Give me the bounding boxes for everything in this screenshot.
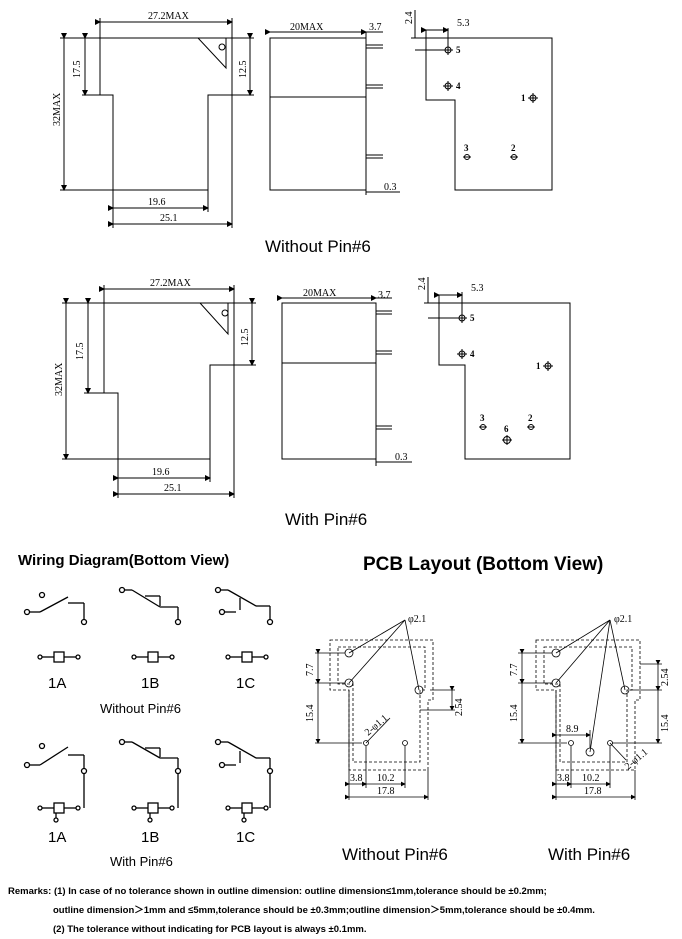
wiring-label-1a: 1A <box>48 675 66 692</box>
bottom-view-with-pin6 <box>424 277 571 460</box>
pcb-d-15-4-3: 15.4 <box>660 715 671 733</box>
pcb-hole-large: φ2.1 <box>408 614 426 625</box>
front-view-with-pin6 <box>62 285 256 498</box>
dim-width-max: 27.2MAX <box>148 11 190 22</box>
dim-height-max-2: 32MAX <box>54 362 65 396</box>
wiring-label-1b: 1B <box>141 675 159 692</box>
pin-1-label: 1 <box>521 93 526 103</box>
remarks-block: Remarks: (1) In case of no tolerance sho… <box>8 882 678 939</box>
dim-pin-len-2: 0.3 <box>395 452 408 463</box>
dim-bottom-inner: 19.6 <box>148 197 166 208</box>
pin-5-label-2: 5 <box>470 313 475 323</box>
pcb-d-2-54-2: 2.54 <box>660 669 671 687</box>
wiring-label-1c: 1C <box>236 675 255 692</box>
pcb-d-3-8: 3.8 <box>350 773 363 784</box>
pcb-d-8-9: 8.9 <box>566 724 579 735</box>
remarks-line-1: Remarks: (1) In case of no tolerance sho… <box>8 886 547 897</box>
pcb-caption-with: With Pin#6 <box>548 845 630 864</box>
dim-right-step-2: 12.5 <box>240 329 251 347</box>
pin-1-label-2: 1 <box>536 361 541 371</box>
pin-2-label-2: 2 <box>528 413 533 423</box>
pin-2-label: 2 <box>511 143 516 153</box>
caption-with-pin6: With Pin#6 <box>285 510 367 529</box>
caption-without-pin6: Without Pin#6 <box>265 237 371 256</box>
pin-6-label: 6 <box>504 424 509 434</box>
pcb-d-10-2: 10.2 <box>377 773 395 784</box>
pcb-d-15-4: 15.4 <box>305 705 316 723</box>
pcb-d-17-8-2: 17.8 <box>584 786 602 797</box>
dim-depth-max: 20MAX <box>290 22 324 33</box>
wiring-caption-without: Without Pin#6 <box>100 701 181 716</box>
pcb-d-7-7-2: 7.7 <box>509 664 520 677</box>
pcb-d-17-8: 17.8 <box>377 786 395 797</box>
front-view-without-pin6 <box>60 18 254 228</box>
side-view-with-pin6 <box>277 295 412 466</box>
dim-pin5-x-2: 5.3 <box>471 283 484 294</box>
wiring-label-1a-2: 1A <box>48 829 66 846</box>
pin-3-label: 3 <box>464 143 469 153</box>
remarks-line-3: (2) The tolerance without indicating for… <box>53 924 367 935</box>
dim-height-max: 32MAX <box>52 92 63 126</box>
pcb-hole-small: 2-φ1.1 <box>363 713 390 739</box>
dim-bottom-outer-2: 25.1 <box>164 483 182 494</box>
pcb-title: PCB Layout (Bottom View) <box>363 554 603 575</box>
dim-pin-offset-2: 3.7 <box>378 290 391 301</box>
dim-pin-len: 0.3 <box>384 182 397 193</box>
pin-5-label: 5 <box>456 45 461 55</box>
pcb-d-7-7: 7.7 <box>305 664 316 677</box>
dim-depth-max-2: 20MAX <box>303 288 337 299</box>
wiring-symbols-without-pin6 <box>23 586 274 663</box>
dim-upper-2: 17.5 <box>75 343 86 361</box>
wiring-symbols-with-pin6 <box>23 738 274 823</box>
pcb-hole-large-2: φ2.1 <box>614 614 632 625</box>
pcb-d-2-54: 2.54 <box>454 699 465 717</box>
pcb-d-10-2-2: 10.2 <box>582 773 600 784</box>
wiring-label-1b-2: 1B <box>141 829 159 846</box>
pcb-with-pin6 <box>518 619 662 800</box>
dim-pin-offset: 3.7 <box>369 22 382 33</box>
pcb-d-15-4-2: 15.4 <box>509 705 520 723</box>
pin-3-label-2: 3 <box>480 413 485 423</box>
dim-right-step: 12.5 <box>238 61 249 79</box>
pcb-without-pin6 <box>315 619 455 800</box>
bottom-view-without-pin6 <box>411 10 553 191</box>
dim-top-gap-2: 2.4 <box>417 278 428 291</box>
wiring-label-1c-2: 1C <box>236 829 255 846</box>
dim-top-gap: 2.4 <box>404 12 415 25</box>
pcb-caption-without: Without Pin#6 <box>342 845 448 864</box>
wiring-caption-with: With Pin#6 <box>110 854 173 869</box>
side-view-without-pin6 <box>265 29 400 195</box>
dim-pin5-x: 5.3 <box>457 18 470 29</box>
pin-4-label: 4 <box>456 81 461 91</box>
remarks-label: Remarks: <box>8 886 52 897</box>
dim-upper: 17.5 <box>72 61 83 79</box>
dim-bottom-outer: 25.1 <box>160 213 178 224</box>
remarks-line-2: outline dimension＞1mm and ≤5mm,tolerance… <box>53 905 595 916</box>
dim-width-max-2: 27.2MAX <box>150 278 192 289</box>
pin-4-label-2: 4 <box>470 349 475 359</box>
wiring-title: Wiring Diagram(Bottom View) <box>18 552 229 569</box>
dim-bottom-inner-2: 19.6 <box>152 467 170 478</box>
pcb-d-3-8-2: 3.8 <box>557 773 570 784</box>
